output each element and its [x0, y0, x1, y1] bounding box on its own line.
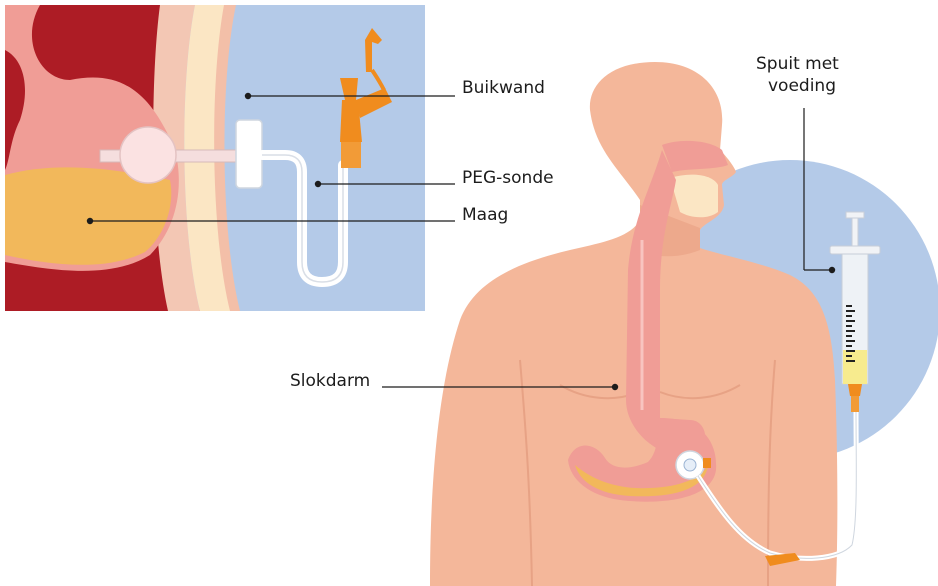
syringe-plunger	[852, 218, 858, 246]
syringe-tip	[848, 384, 862, 396]
label-slokdarm: Slokdarm	[290, 371, 370, 391]
label-spuit-line2: voeding	[768, 76, 836, 96]
connector-clamp	[341, 142, 361, 168]
syringe-flange	[830, 246, 880, 254]
dot-spuit	[829, 267, 835, 273]
inset-panel	[5, 5, 425, 311]
label-peg-sonde: PEG-sonde	[462, 168, 554, 188]
dot-buikwand	[245, 93, 251, 99]
dot-slokdarm	[612, 384, 618, 390]
human-body	[430, 62, 856, 586]
label-maag: Maag	[462, 205, 508, 225]
dot-maag	[87, 218, 93, 224]
internal-bumper	[120, 127, 176, 183]
label-buikwand: Buikwand	[462, 78, 545, 98]
dot-peg-sonde	[315, 181, 321, 187]
label-spuit-line1: Spuit met	[756, 54, 839, 74]
